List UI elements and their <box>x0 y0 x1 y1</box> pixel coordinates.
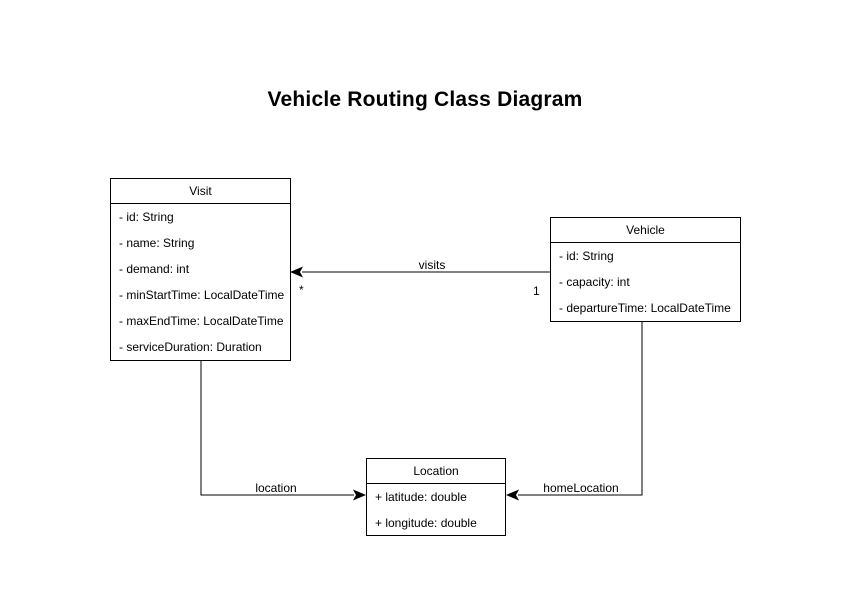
class-visit-name: Visit <box>111 179 290 204</box>
class-location-attribute: + longitude: double <box>375 516 477 530</box>
class-visit-attribute: - serviceDuration: Duration <box>119 340 262 354</box>
multiplicity-visits-target: * <box>299 283 304 297</box>
class-vehicle-attribute: - departureTime: LocalDateTime <box>559 301 731 315</box>
arrowhead-homelocation-icon <box>506 489 519 501</box>
class-vehicle: Vehicle - id: String - capacity: int - d… <box>550 217 741 322</box>
class-visit-attribute: - id: String <box>119 210 174 224</box>
diagram-title: Vehicle Routing Class Diagram <box>267 88 583 111</box>
edge-label-homelocation: homeLocation <box>543 481 619 495</box>
class-location: Location + latitude: double + longitude:… <box>366 458 506 536</box>
class-location-name: Location <box>367 459 505 484</box>
edge-label-location: location <box>255 481 297 495</box>
class-visit-attribute: - demand: int <box>119 262 190 276</box>
arrowhead-location-icon <box>353 489 366 501</box>
arrowhead-visits-icon <box>290 266 303 278</box>
class-visit: Visit - id: String - name: String - dema… <box>110 178 291 361</box>
class-visit-attribute: - minStartTime: LocalDateTime <box>119 288 285 302</box>
class-visit-attribute: - maxEndTime: LocalDateTime <box>119 314 284 328</box>
edge-visits <box>290 266 550 278</box>
edge-homelocation <box>506 322 643 501</box>
class-vehicle-attribute: - capacity: int <box>559 275 630 289</box>
edge-location <box>200 361 366 501</box>
class-location-attribute: + latitude: double <box>375 490 467 504</box>
multiplicity-visits-source: 1 <box>533 284 540 298</box>
edge-label-visits: visits <box>418 258 446 272</box>
class-vehicle-attribute: - id: String <box>559 249 614 263</box>
class-visit-attribute: - name: String <box>119 236 195 250</box>
class-vehicle-name: Vehicle <box>551 218 740 243</box>
